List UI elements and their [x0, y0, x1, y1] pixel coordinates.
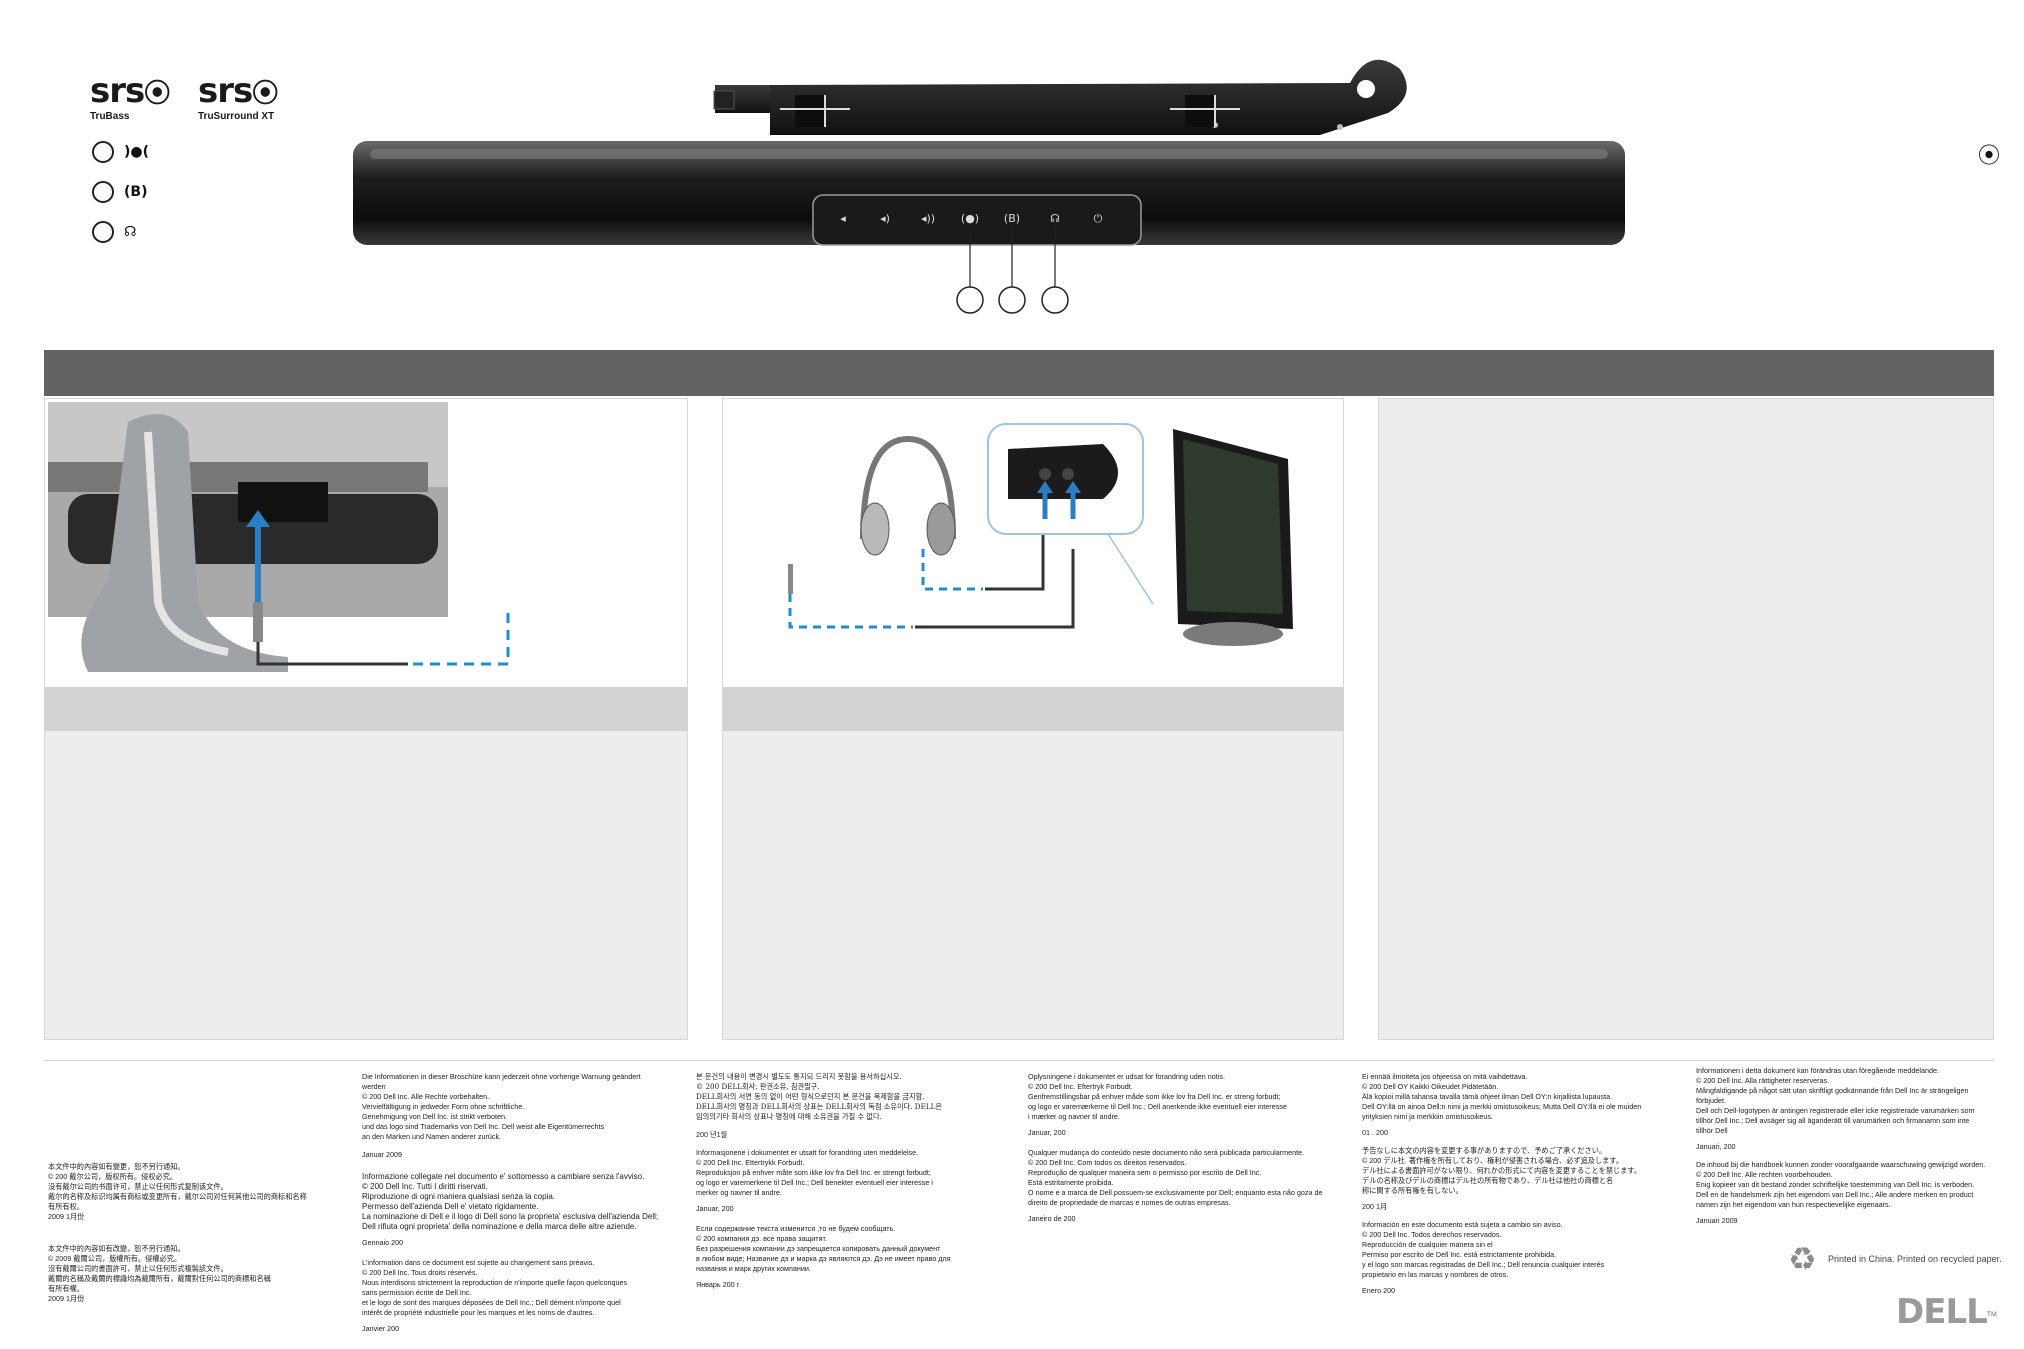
legal-da-copyright: © 200 Dell Inc. Eftertryk Forbudt. — [1028, 1082, 1133, 1091]
divider — [44, 1060, 1994, 1061]
legal-ru-body: Если содержание текста изменится ,то не … — [696, 1224, 951, 1273]
legal-simplified-chinese: 本文件中的內容如有變更，恕不另行通知。 © 200 戴尔公司，版权所有。侵权必究… — [48, 1162, 307, 1221]
legal-fi-copyright: © 200 Dell OY Kaikki Oikeudet Pidätetään… — [1362, 1082, 1499, 1091]
srs-wordmark: srs — [90, 71, 145, 111]
legend: )●( (B) ☊ — [92, 140, 149, 244]
callout-3 — [1041, 286, 1069, 314]
srs-small-logo: ⦿ — [1978, 144, 2001, 169]
legal-da-heading: Oplysningene i dokumentet er udsat for f… — [1028, 1072, 1225, 1081]
legal-it-body: Riproduzione di ogni maniera qualsiasi s… — [362, 1192, 659, 1231]
volume-up-icon[interactable]: ◂)) — [921, 212, 935, 225]
legal-no-body: Reproduksjon på enhver måte som ikke lov… — [696, 1168, 933, 1197]
soundbar-body — [353, 141, 1625, 245]
legal-es-date: Enero 200 — [1362, 1286, 1396, 1295]
control-panel — [812, 194, 1142, 246]
legal-nl-body: Enig kopieer van dit bestand zonder schr… — [1696, 1180, 1975, 1209]
srs-wow-icon[interactable]: (●) — [961, 212, 979, 225]
legal-de-body: Vervielfältigung in jedweder Form ohne s… — [362, 1102, 605, 1141]
volume-down-icon[interactable]: ◂ — [840, 212, 846, 225]
legal-fr-heading: L'information dans ce document est sujet… — [362, 1258, 595, 1267]
mounting-bracket — [713, 59, 1407, 135]
callout-1 — [956, 286, 984, 314]
legal-de-heading: Die Informationen in dieser Broschüre ka… — [362, 1072, 641, 1091]
legend-circle — [92, 181, 114, 203]
trusurround-label: TruSurround XT — [198, 111, 275, 122]
volume-mid-icon[interactable]: ◂) — [880, 212, 890, 225]
dell-logo: DELLTM — [1896, 1292, 1997, 1332]
legal-es-copyright: © 200 Dell Inc. Todos derechos reservado… — [1362, 1230, 1502, 1239]
soundbar-illustration: ◂ ◂) ◂)) (●) (B) ☊ ⏻ — [353, 59, 1625, 314]
legend-item: )●( — [92, 140, 149, 164]
legal-nl-heading: De inhoud bij die handboek kunnen zonder… — [1696, 1160, 1986, 1169]
legal-fi-heading: Ei ennää ilmoiteta jos ohjeessa on mitä … — [1362, 1072, 1528, 1081]
legal-sv-date: Januari, 200 — [1696, 1142, 1736, 1151]
legal-it-heading: Informazione collegate nel documento e' … — [362, 1172, 645, 1181]
legal-it-date: Gennaio 200 — [362, 1238, 404, 1247]
trusurround-button-icon[interactable]: ☊ — [1050, 212, 1060, 225]
legal-no-date: Januar, 200 — [696, 1204, 734, 1213]
legend-item: (B) — [92, 180, 149, 204]
legal-fr-date: Janvier 200 — [362, 1324, 400, 1333]
legal-fi-body: Älä kopioi millä tahansa tavalla tämä oh… — [1362, 1092, 1642, 1121]
panel-notes — [1378, 398, 1994, 1040]
panel-caption-bar — [723, 687, 1343, 731]
legal-col-sv-nl: Informationen i detta dokument kan förän… — [1696, 1066, 1996, 1226]
legal-traditional-chinese: 本文件中的內容如有改變，恕不另行通知。 © 2009 戴爾公司，版權所有。侵權必… — [48, 1244, 271, 1303]
panel-monitor-connection — [44, 398, 688, 1040]
legal-col-chinese: 本文件中的內容如有變更，恕不另行通知。 © 200 戴尔公司，版权所有。侵权必究… — [48, 1162, 318, 1304]
callout-2 — [998, 286, 1026, 314]
legend-circle — [92, 221, 114, 243]
legal-da-body: Genfremstillingsbar på enhver måde som i… — [1028, 1092, 1287, 1121]
legal-ru-date: Январь 200 г — [696, 1280, 740, 1289]
legal-col-fi-ja-es: Ei ennää ilmoiteta jos ohjeessa on mitä … — [1362, 1072, 1662, 1296]
legal-col-da-pt: Oplysningene i dokumentet er udsat for f… — [1028, 1072, 1328, 1224]
trusurround-icon: ☊ — [124, 224, 137, 240]
srs-trubass-logo: srs⦿ TruBass — [90, 71, 170, 122]
trubass-button-icon[interactable]: (B) — [1004, 212, 1020, 225]
printed-note: Printed in China. Printed on recycled pa… — [1828, 1254, 2002, 1264]
legal-ko-date: 200 년1월 — [696, 1130, 728, 1139]
panel-headphone-connection — [722, 398, 1344, 1040]
panel-caption-bar — [45, 687, 687, 731]
legal-fi-date: 01 . 200 — [1362, 1128, 1388, 1137]
legal-de-date: Januar 2009 — [362, 1150, 402, 1159]
power-icon[interactable]: ⏻ — [1094, 212, 1103, 225]
legal-fr-copyright: © 200 Dell Inc. Tous droits réservés. — [362, 1268, 478, 1277]
legal-ja-date: 200 1月 — [1362, 1202, 1388, 1211]
monitor-back-photo — [48, 402, 510, 672]
recycle-icon: ♻ — [1788, 1240, 1817, 1278]
legend-item: ☊ — [92, 220, 149, 244]
srs-trusurround-logo: srs⦿ TruSurround XT — [198, 71, 278, 122]
legal-pt-copyright: © 200 Dell Inc. Com todos os direitos re… — [1028, 1158, 1187, 1167]
trademark-mark: TM — [1986, 1311, 1997, 1319]
srs-wordmark: srs — [198, 71, 253, 111]
legal-col-de-it-fr: Die Informationen in dieser Broschüre ka… — [362, 1072, 662, 1334]
legal-de-copyright: © 200 Dell Inc. Alle Rechte vorbehalten. — [362, 1092, 490, 1101]
legal-no-heading: Informasjonene i dokumentet er utsatt fo… — [696, 1148, 919, 1157]
legal-ko-body: 본 문건의 내용이 변경시 별도도 통지되 드리지 못함을 용서하십시오. © … — [696, 1072, 942, 1121]
legal-it-copyright: © 200 Dell Inc. Tutti I diritti riservat… — [362, 1182, 488, 1191]
section-header-band — [44, 350, 1994, 396]
legal-nl-date: Januari 2009 — [1696, 1216, 1738, 1225]
legal-fr-body: Nous interdisons strictement la reproduc… — [362, 1278, 628, 1317]
legal-nl-copyright: © 200 Dell Inc. Alle rechten voorbehoude… — [1696, 1170, 1833, 1179]
legal-es-body: Reproducción de cualquier manera sin el … — [1362, 1240, 1605, 1279]
legal-es-heading: Información en este documento está sujet… — [1362, 1220, 1563, 1229]
legal-pt-date: Janeiro de 200 — [1028, 1214, 1076, 1223]
legal-ja-body: 予告なしに本文の内容を変更する事がありますので、予めご了承ください。 © 200… — [1362, 1146, 1642, 1195]
legal-pt-heading: Qualquer mudança do conteúdo neste docum… — [1028, 1148, 1305, 1157]
legend-circle — [92, 141, 114, 163]
legal-sv-body: Mångfaldigande på något sätt utan skrift… — [1696, 1086, 1975, 1135]
legal-no-copyright: © 200 Dell Inc. Ettertrykk Forbudt. — [696, 1158, 805, 1167]
legal-sv-heading: Informationen i detta dokument kan förän… — [1696, 1066, 1939, 1075]
surround-sound-icon: )●( — [124, 144, 150, 160]
headphone-diagram — [788, 423, 1293, 646]
dell-wordmark: DELL — [1896, 1292, 1988, 1332]
legal-sv-copyright: © 200 Dell Inc. Alla rättigheter reserve… — [1696, 1076, 1830, 1085]
trubass-icon: (B) — [124, 184, 148, 200]
legal-col-ko-no-ru: 본 문건의 내용이 변경시 별도도 통지되 드리지 못함을 용서하십시오. © … — [696, 1072, 996, 1290]
legal-pt-body: Reprodução de qualquer maneira sem o per… — [1028, 1168, 1323, 1207]
trubass-label: TruBass — [90, 111, 130, 122]
legal-da-date: Januar, 200 — [1028, 1128, 1066, 1137]
